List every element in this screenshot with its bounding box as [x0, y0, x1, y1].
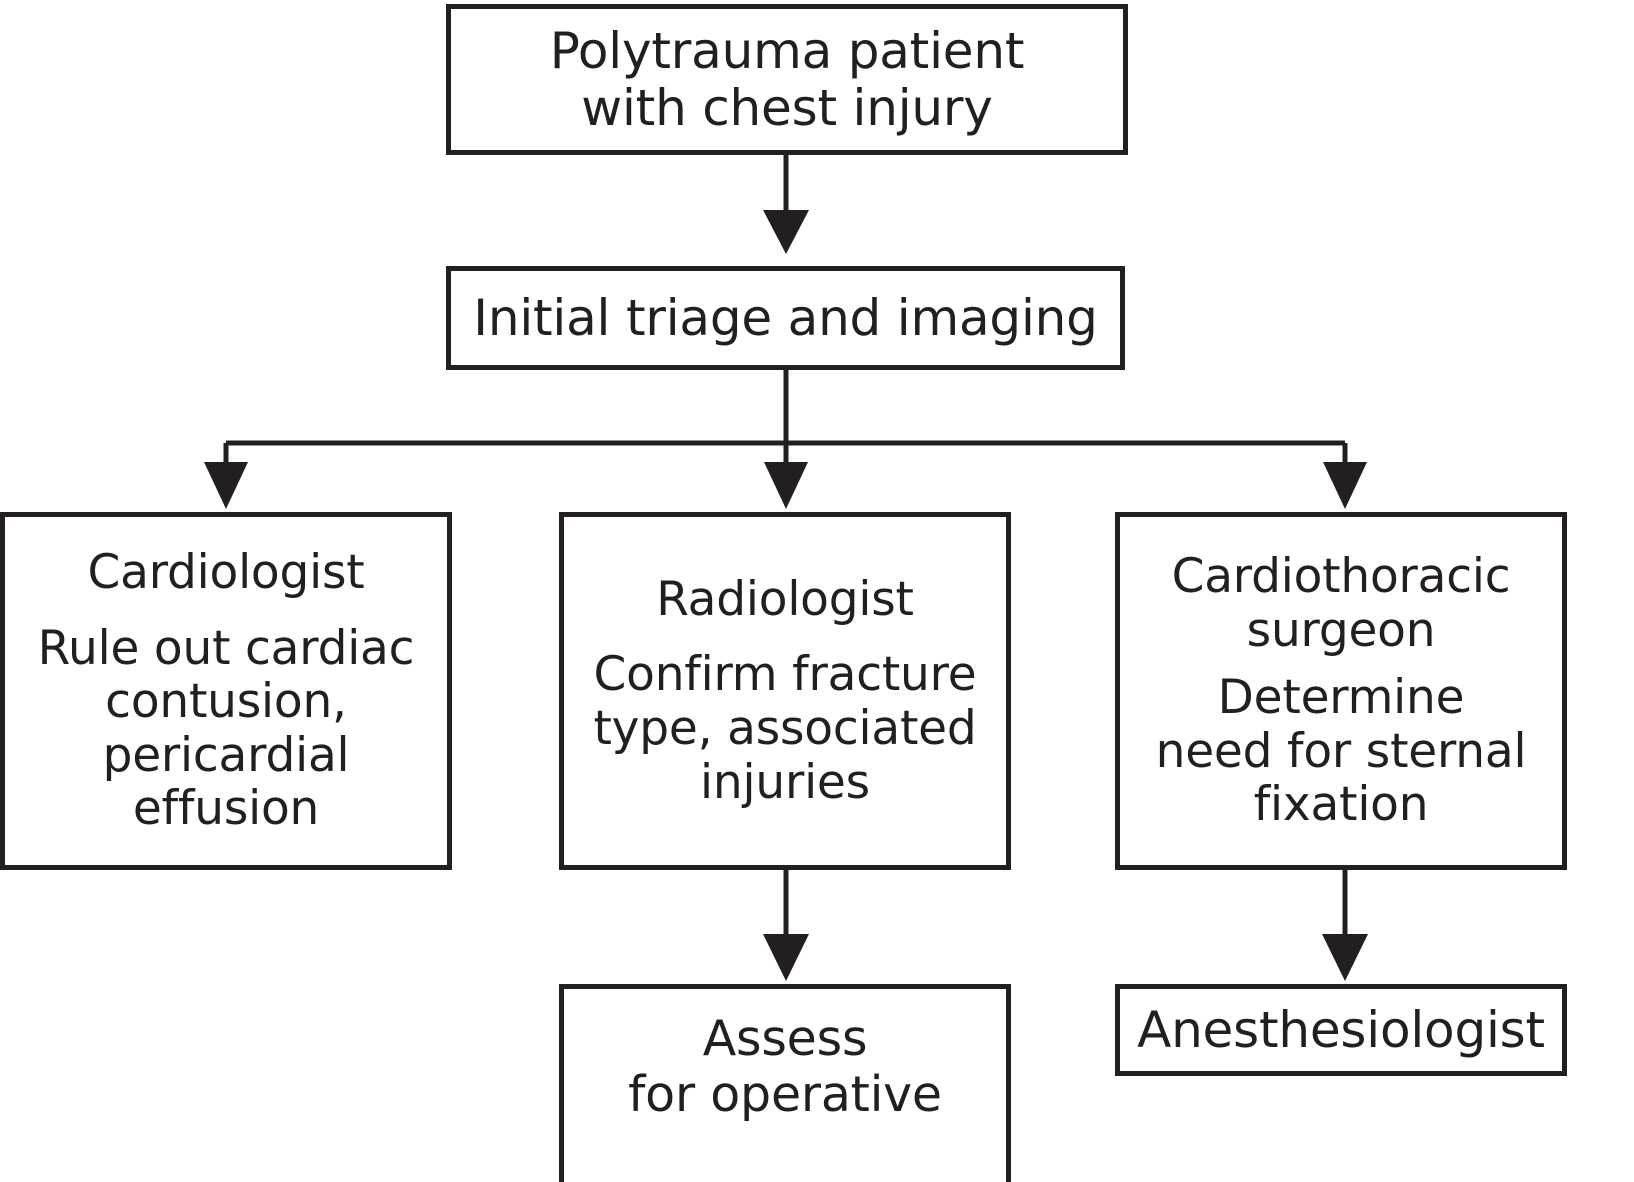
node-cardiothoracic-surgeon-body: Determine need for sternal fixation	[1155, 670, 1527, 833]
arrowhead-radiologist	[764, 462, 808, 509]
node-polytrauma-patient[interactable]: Polytrauma patient with chest injury	[446, 4, 1128, 155]
node-radiologist-body: Confirm fracture type, associated injuri…	[593, 647, 977, 810]
node-cardiothoracic-surgeon-title: Cardiothoracic surgeon	[1171, 549, 1511, 658]
arrowhead-ctsurgeon	[1323, 462, 1367, 509]
node-initial-triage-and-imaging[interactable]: Initial triage and imaging	[446, 266, 1125, 370]
node-assess-for-operative[interactable]: Assess for operative	[559, 984, 1011, 1182]
node-radiologist[interactable]: Radiologist Confirm fracture type, assoc…	[559, 512, 1011, 870]
node-polytrauma-patient-title: Polytrauma patient with chest injury	[549, 21, 1025, 137]
node-radiologist-title: Radiologist	[656, 571, 914, 627]
node-assess-for-operative-title: Assess for operative	[628, 1010, 942, 1123]
node-anesthesiologist-title: Anesthesiologist	[1137, 1000, 1545, 1059]
node-cardiologist-title: Cardiologist	[87, 545, 365, 601]
node-initial-triage-and-imaging-title: Initial triage and imaging	[473, 288, 1098, 347]
arrowhead-cardiologist	[204, 462, 248, 509]
arrowhead-assess	[763, 934, 809, 981]
arrowhead-triage	[763, 210, 809, 254]
node-cardiologist-body: Rule out cardiac contusion, pericardial …	[37, 620, 415, 837]
node-cardiothoracic-surgeon[interactable]: Cardiothoracic surgeon Determine need fo…	[1115, 512, 1567, 870]
node-cardiologist[interactable]: Cardiologist Rule out cardiac contusion,…	[0, 512, 452, 870]
node-anesthesiologist[interactable]: Anesthesiologist	[1115, 984, 1567, 1076]
arrowhead-anesthesiologist	[1322, 934, 1368, 981]
